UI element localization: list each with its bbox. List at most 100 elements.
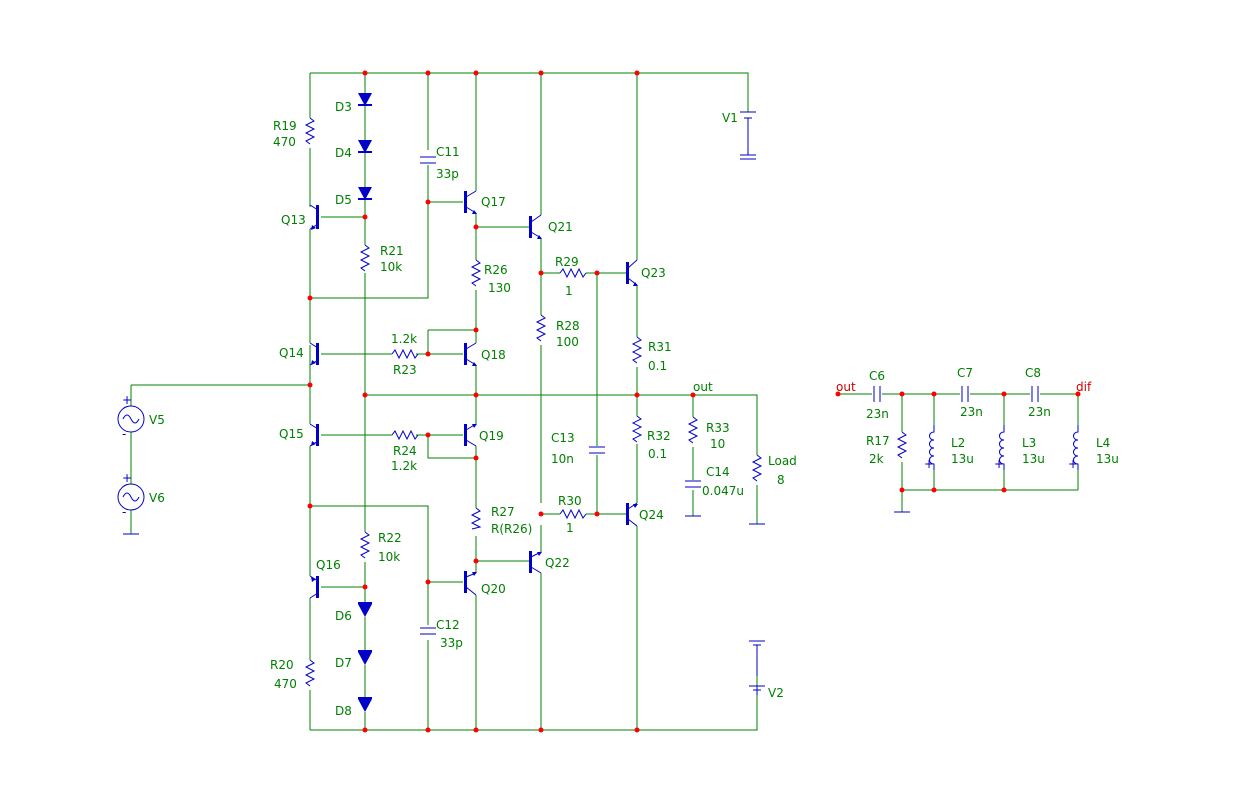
- c12-value: 33p: [440, 636, 463, 650]
- transistor-q21-symbol: [530, 214, 542, 239]
- inductor-l4-symbol: [1073, 425, 1079, 470]
- c11-ref: C11: [436, 145, 460, 159]
- r17-value: 2k: [869, 452, 884, 466]
- l3-plus: +: [994, 457, 1004, 471]
- resistor-r23-symbol: [391, 348, 419, 360]
- l4-value: 13u: [1096, 452, 1119, 466]
- net-labels: out out dif: [693, 380, 1092, 394]
- resistor-r26-symbol: [470, 259, 482, 287]
- v5-ref: V5: [149, 413, 165, 427]
- c7-value: 23n: [960, 405, 983, 419]
- d4-ref: D4: [335, 146, 352, 160]
- q23-ref: Q23: [641, 266, 666, 280]
- c11-value: 33p: [436, 167, 459, 181]
- q22-ref: Q22: [545, 556, 570, 570]
- q15-ref: Q15: [279, 427, 304, 441]
- r17-ref: R17: [866, 434, 890, 448]
- load-value: 8: [777, 473, 785, 487]
- filled-symbols: [311, 93, 638, 712]
- r27-ref: R27: [491, 505, 515, 519]
- capacitor-c14-symbol: [685, 480, 701, 488]
- resistor-r30-symbol: [559, 508, 587, 520]
- v6-plus: +: [122, 471, 132, 485]
- capacitor-c11-symbol: [420, 156, 436, 164]
- c8-ref: C8: [1025, 366, 1041, 380]
- q17-ref: Q17: [481, 195, 506, 209]
- r30-value: 1: [566, 521, 574, 535]
- r19-ref: R19: [273, 119, 297, 133]
- d6-ref: D6: [335, 609, 352, 623]
- c6-value: 23n: [866, 407, 889, 421]
- q20-ref: Q20: [481, 582, 506, 596]
- c13-value: 10n: [551, 452, 574, 466]
- resistor-r24-symbol: [391, 429, 419, 441]
- q13-ref: Q13: [281, 213, 306, 227]
- transistor-q23-symbol: [627, 259, 638, 286]
- l4-plus: +: [1068, 457, 1078, 471]
- r23-value: 1.2k: [391, 332, 417, 346]
- inductor-l2-symbol: [929, 425, 935, 470]
- capacitor-c7-symbol: [961, 386, 969, 402]
- transistor-q17-symbol: [465, 190, 477, 214]
- l2-plus: +: [924, 457, 934, 471]
- r26-ref: R26: [484, 263, 508, 277]
- c14-value: 0.047u: [702, 484, 744, 498]
- r20-value: 470: [274, 677, 297, 691]
- r27-value: R(R26): [491, 522, 532, 536]
- r21-value: 10k: [380, 260, 402, 274]
- r31-ref: R31: [648, 340, 672, 354]
- q24-ref: Q24: [639, 508, 664, 522]
- capacitor-c12-symbol: [420, 627, 436, 635]
- d7-ref: D7: [335, 656, 352, 670]
- l2-ref: L2: [951, 436, 965, 450]
- r24-ref: R24: [393, 444, 417, 458]
- c7-ref: C7: [957, 366, 973, 380]
- r32-ref: R32: [647, 429, 671, 443]
- capacitor-c6-symbol: [873, 386, 881, 402]
- diode-d4-symbol: [358, 140, 372, 153]
- l2-value: 13u: [951, 452, 974, 466]
- diode-d6-symbol: [358, 604, 372, 617]
- l3-ref: L3: [1022, 436, 1036, 450]
- diode-d8-symbol: [358, 699, 372, 712]
- resistor-r31-symbol: [631, 336, 643, 364]
- q14-ref: Q14: [279, 346, 304, 360]
- r31-value: 0.1: [648, 359, 667, 373]
- v5-minus: -: [122, 427, 126, 441]
- q18-ref: Q18: [481, 348, 506, 362]
- polarity-marks: + - + - + + +: [122, 393, 1078, 519]
- net-label-out-filter: out: [836, 380, 856, 394]
- r30-ref: R30: [558, 494, 582, 508]
- load-ref: Load: [768, 454, 797, 468]
- r21-ref: R21: [380, 244, 404, 258]
- r19-value: 470: [273, 135, 296, 149]
- q19-ref: Q19: [479, 429, 504, 443]
- wires: [130, 72, 1079, 731]
- resistor-r20-symbol: [304, 659, 316, 687]
- capacitor-c13-symbol: [589, 446, 605, 454]
- inductor-l3-symbol: [999, 425, 1005, 470]
- diode-d3-symbol: [358, 93, 372, 106]
- r29-value: 1: [565, 284, 573, 298]
- l3-value: 13u: [1022, 452, 1045, 466]
- resistor-r17-symbol: [896, 431, 908, 459]
- r33-value: 10: [710, 437, 725, 451]
- diode-d5-symbol: [358, 187, 372, 200]
- battery-v1-symbol: [740, 111, 756, 160]
- r28-ref: R28: [556, 319, 580, 333]
- transistor-q13-symbol: [309, 204, 319, 230]
- resistor-r22-symbol: [359, 531, 371, 559]
- r33-ref: R33: [706, 421, 730, 435]
- diode-d7-symbol: [358, 652, 372, 665]
- resistor-r21-symbol: [359, 244, 371, 272]
- net-label-dif: dif: [1076, 380, 1092, 394]
- d8-ref: D8: [335, 704, 352, 718]
- transistor-q18-symbol: [465, 342, 477, 366]
- c13-ref: C13: [551, 431, 575, 445]
- net-label-out-main: out: [693, 380, 713, 394]
- c8-value: 23n: [1028, 405, 1051, 419]
- v6-ref: V6: [149, 491, 165, 505]
- q16-ref: Q16: [316, 558, 341, 572]
- r22-ref: R22: [378, 531, 402, 545]
